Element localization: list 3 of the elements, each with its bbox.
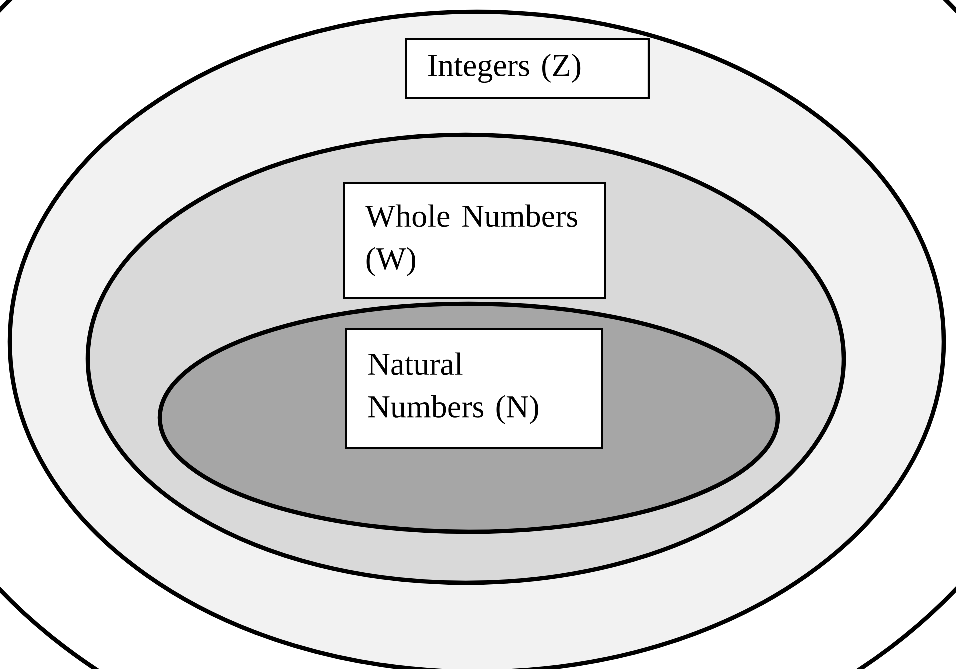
label-box: Whole Numbers (W)	[343, 182, 606, 300]
label-box: Integers (Z)	[405, 38, 650, 100]
label-box: Natural Numbers (N)	[345, 328, 604, 450]
